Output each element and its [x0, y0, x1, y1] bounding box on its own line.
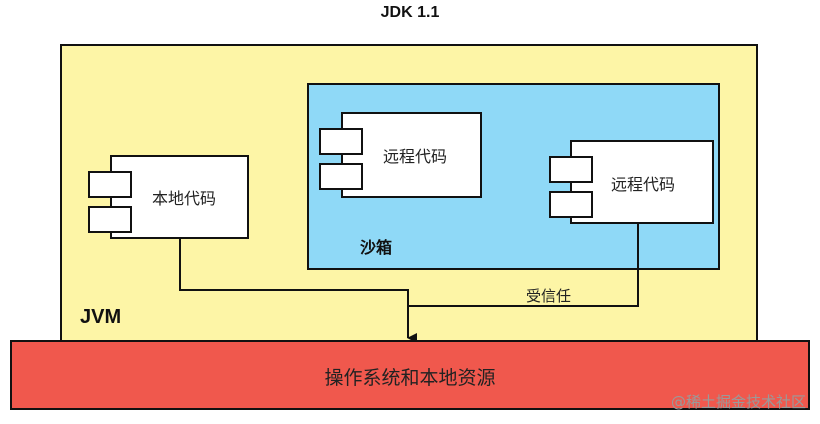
os-resources-label: 操作系统和本地资源	[324, 367, 496, 389]
remote-code-label: 远程代码	[383, 147, 448, 166]
os-resources-box	[10, 340, 810, 410]
watermark: @稀土掘金技术社区	[670, 393, 806, 411]
component-tab	[319, 163, 363, 190]
component-tab	[88, 206, 132, 233]
component-tab	[549, 191, 593, 218]
local-code-to-os-line	[179, 239, 417, 343]
jvm-label: JVM	[80, 306, 122, 328]
component-tab	[319, 128, 363, 155]
trusted-remote-code-line	[408, 224, 639, 307]
component-tab	[549, 156, 593, 183]
sandbox-label: 沙箱	[360, 238, 393, 257]
component-tab	[88, 171, 132, 198]
local-code-component	[110, 155, 249, 239]
local-code-label: 本地代码	[152, 189, 217, 208]
remote-code-label: 远程代码	[611, 175, 676, 194]
trusted-label: 受信任	[526, 287, 572, 305]
diagram-title: JDK 1.1	[380, 4, 440, 21]
remote-code-component	[570, 140, 714, 224]
remote-code-component	[341, 112, 482, 198]
